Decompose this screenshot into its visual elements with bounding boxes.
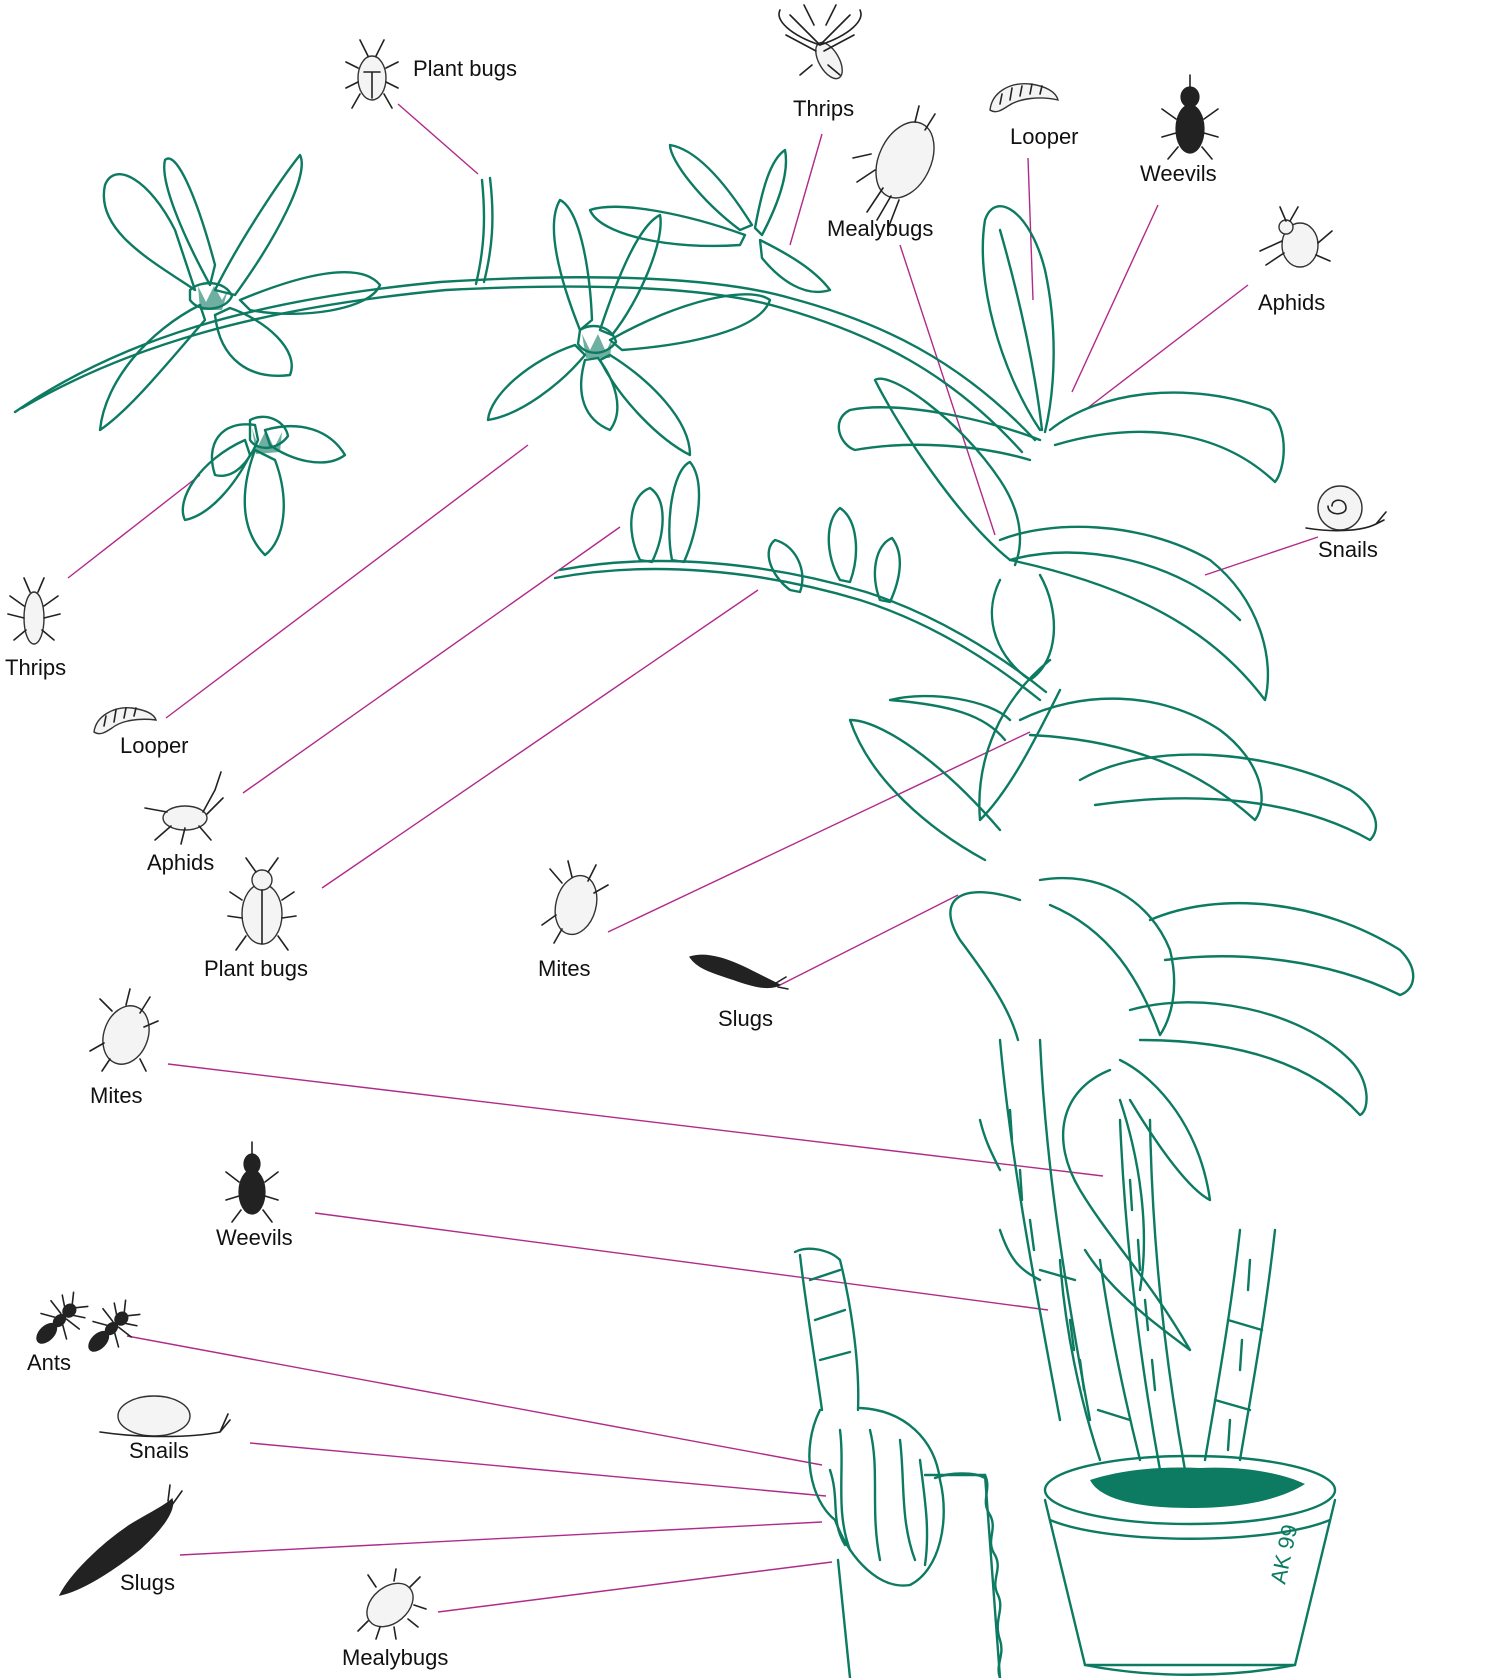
snails-left-icon: [100, 1396, 230, 1437]
label-slugs-left: Slugs: [120, 1572, 175, 1594]
leader-ants: [127, 1336, 822, 1465]
leader-plant-bugs-top: [398, 104, 478, 174]
leader-lines: [68, 104, 1318, 1612]
label-weevils-top: Weevils: [1140, 163, 1217, 185]
canes: [980, 1040, 1275, 1470]
label-snails-left: Snails: [129, 1440, 189, 1462]
aphids-right-icon: [1260, 207, 1332, 267]
label-slugs-mid: Slugs: [718, 1008, 773, 1030]
orchid-plant: AK 99: [15, 145, 1413, 1678]
leader-looper-left: [166, 445, 528, 718]
label-aphids-left: Aphids: [147, 852, 214, 874]
leader-thrips-left: [68, 475, 200, 578]
mites-mid-icon: [542, 861, 608, 943]
leader-aphids-left: [243, 527, 620, 793]
looper-left-icon: [94, 708, 156, 734]
mites-left-icon: [90, 989, 158, 1071]
buds: [631, 462, 900, 602]
label-mites-mid: Mites: [538, 958, 591, 980]
label-plant-bugs-left: Plant bugs: [204, 958, 308, 980]
label-mites-left: Mites: [90, 1085, 143, 1107]
leader-slugs-mid: [780, 895, 958, 985]
removed-plant-roots: [795, 1249, 1001, 1678]
label-snails-right: Snails: [1318, 539, 1378, 561]
thrips-top-icon: [779, 5, 861, 83]
looper-top-icon: [990, 84, 1058, 112]
leader-thrips-top: [790, 134, 822, 245]
aphids-left-icon: [145, 772, 223, 844]
label-mealybugs-bottom: Mealybugs: [342, 1647, 448, 1669]
label-ants: Ants: [27, 1352, 71, 1374]
flower-upper-left: [100, 155, 380, 430]
signature: AK 99: [1265, 1522, 1302, 1586]
leader-slugs-left: [180, 1522, 822, 1555]
label-weevils-left: Weevils: [216, 1227, 293, 1249]
label-mealybugs-top: Mealybugs: [827, 218, 933, 240]
flower-spike: [15, 178, 1046, 700]
thrips-left-icon: [8, 578, 60, 644]
leader-mites-mid: [608, 732, 1030, 932]
plant-bugs-top-icon: [346, 40, 398, 108]
mealybugs-bottom-icon: [358, 1569, 426, 1639]
label-looper-left: Looper: [120, 735, 189, 757]
label-looper-top: Looper: [1010, 126, 1079, 148]
flower-lower-left: [183, 417, 345, 555]
leader-snails-left: [250, 1443, 826, 1496]
plant-bugs-left-icon: [228, 858, 296, 950]
label-plant-bugs-top: Plant bugs: [413, 58, 517, 80]
leader-plant-bugs-left: [322, 590, 758, 888]
label-aphids-right: Aphids: [1258, 292, 1325, 314]
mealybugs-top-icon: [853, 106, 945, 226]
pot-potted: AK 99: [1045, 1456, 1335, 1675]
leader-weevils-left: [315, 1213, 1048, 1310]
leader-mealybugs-bottom: [438, 1562, 832, 1612]
flower-center: [488, 200, 770, 455]
leader-mites-left: [168, 1064, 1103, 1176]
weevils-left-icon: [226, 1142, 278, 1222]
flower-top-right: [590, 145, 830, 292]
label-thrips-left: Thrips: [5, 657, 66, 679]
label-thrips-top: Thrips: [793, 98, 854, 120]
leader-aphids-right: [1085, 285, 1248, 410]
weevils-top-icon: [1162, 75, 1218, 159]
snails-right-icon: [1306, 486, 1386, 531]
slugs-mid-icon: [690, 955, 788, 989]
